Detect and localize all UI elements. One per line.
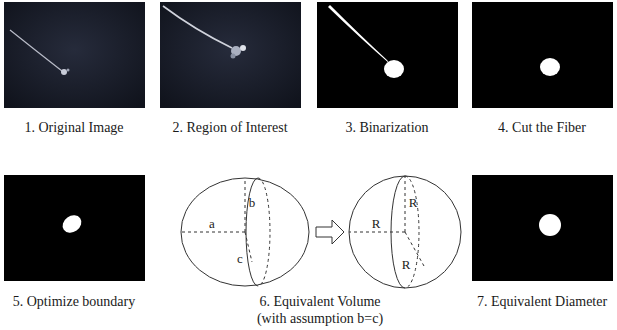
- equivalent-diameter-image: [472, 175, 613, 281]
- ellipsoid-figure: [181, 178, 309, 286]
- dimension-letter: R: [409, 196, 418, 210]
- panel-caption: 2. Region of Interest: [172, 119, 287, 136]
- dimension-letter: a: [209, 217, 215, 231]
- panel-caption: 6. Equivalent Volume (with assumption b=…: [245, 293, 395, 327]
- dimension-letter: c: [237, 252, 243, 266]
- panel-caption: 4. Cut the Fiber: [498, 119, 586, 136]
- sphere-figure: [349, 176, 461, 288]
- original-image: [4, 2, 145, 108]
- region-of-interest: [160, 2, 301, 108]
- optimized-boundary-image: [4, 175, 145, 281]
- dimension-letter: R: [402, 258, 411, 272]
- dimension-letter: b: [249, 196, 256, 210]
- cut-fiber-image: [472, 2, 613, 108]
- binarization-image: [317, 2, 458, 108]
- panel-caption: 7. Equivalent Diameter: [477, 293, 607, 310]
- panel-caption: 5. Optimize boundary: [13, 293, 135, 310]
- dimension-letter: R: [372, 217, 381, 231]
- transform-arrow: [316, 220, 344, 244]
- panel-caption: 1. Original Image: [24, 119, 123, 136]
- panel-caption: 3. Binarization: [345, 119, 428, 136]
